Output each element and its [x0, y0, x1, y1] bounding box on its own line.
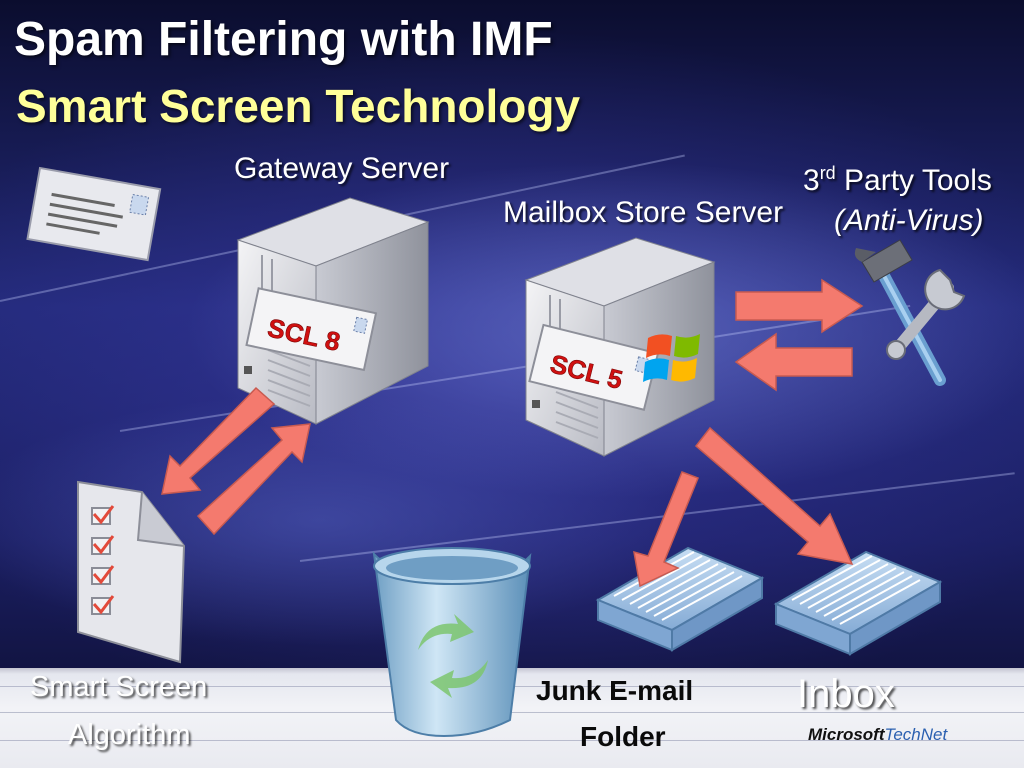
arrow-to-inbox — [694, 426, 854, 565]
arrow-to-tools — [735, 278, 864, 334]
junk-mail-tray-icon — [595, 546, 765, 652]
footer-line — [0, 740, 1024, 741]
smart-screen-label-line1: Smart Screen — [30, 671, 208, 703]
arrow-to-gateway — [196, 423, 311, 536]
microsoft-technet-logo: MicrosoftTechNet — [808, 724, 947, 746]
third-party-text: Party Tools — [835, 164, 992, 197]
recycle-bin-icon — [372, 547, 532, 738]
windows-logo-icon — [643, 334, 700, 382]
third-party-tools-label: 3rd Party Tools — [803, 156, 992, 198]
mailbox-store-server-label: Mailbox Store Server — [503, 196, 784, 229]
third-party-ordinal: rd — [819, 163, 836, 183]
scl-8-tag: SCL 8 — [245, 287, 378, 372]
slide-subtitle: Smart Screen Technology — [16, 80, 581, 132]
smart-screen-label-line2: Algorithm — [68, 719, 191, 751]
inbox-label: Inbox — [797, 672, 895, 716]
arrow-from-tools — [734, 332, 853, 392]
logo-product: TechNet — [884, 725, 948, 744]
footer-line — [0, 712, 1024, 713]
anti-virus-label: (Anti-Virus) — [834, 204, 984, 237]
checklist-icon — [77, 480, 186, 664]
logo-brand: Microsoft — [808, 725, 885, 744]
arrow-to-junk-folder — [633, 471, 699, 588]
arrow-to-algorithm — [161, 386, 276, 495]
gateway-server-label: Gateway Server — [234, 152, 450, 185]
inbox-tray-icon — [773, 550, 943, 656]
slide-title: Spam Filtering with IMF — [14, 13, 553, 66]
scl-5-tag: SCL 5 — [528, 323, 660, 411]
envelope-icon — [26, 166, 162, 262]
junk-folder-label-line1: Junk E-mail — [536, 675, 694, 706]
third-party-number: 3 — [803, 164, 820, 197]
wrench-icon — [886, 268, 966, 360]
junk-folder-label-line2: Folder — [580, 721, 666, 752]
